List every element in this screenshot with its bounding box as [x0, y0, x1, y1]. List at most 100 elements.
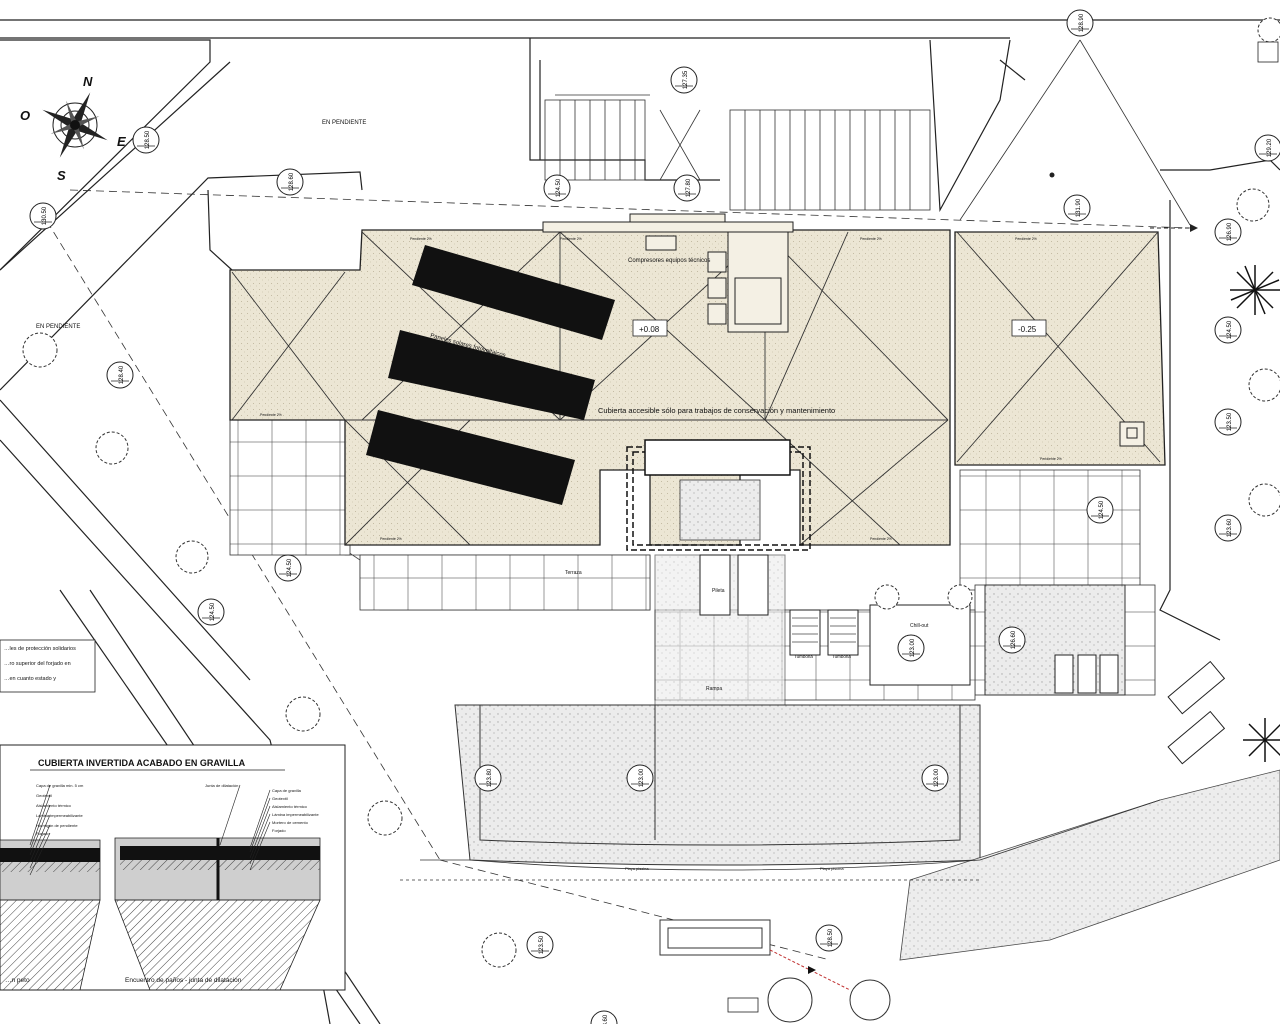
trees	[22, 17, 1280, 1023]
palm	[1243, 718, 1280, 762]
level-value: 126.90	[1227, 222, 1233, 241]
detail-right-caption: Encuentro de paños - junta de dilatacion	[125, 977, 242, 984]
slope-marks: Pendiente 2% Pendiente 2% Pendiente 2% P…	[260, 237, 1062, 541]
level-value: 123.60	[1227, 518, 1233, 537]
compass-rose	[42, 92, 108, 158]
tree	[849, 979, 891, 1021]
layer-right: Mortero de cemento	[272, 820, 309, 825]
level-value: 124.50	[556, 178, 562, 197]
layer-left: Geotextil	[36, 793, 52, 798]
drain-line	[727, 41, 1279, 1013]
slope-mark: Pendiente 2%	[1015, 237, 1037, 241]
level-marker: 129.20	[1254, 134, 1280, 162]
slope-mark: Pendiente 2%	[410, 237, 432, 241]
layer-right: Junta de dilatación	[205, 783, 238, 788]
note-line: …ro superior del forjado en	[4, 661, 71, 667]
slope-mark: Pendiente 2%	[1040, 457, 1062, 461]
level-value: 123.50	[539, 935, 545, 954]
level-marker: 123.80	[474, 764, 502, 792]
tree	[947, 584, 973, 610]
roof-level-right: -0.25	[1018, 325, 1037, 334]
level-marker: 123.00	[921, 764, 949, 792]
slope-mark: Pendiente 2%	[560, 237, 582, 241]
level-value: 130.50	[42, 206, 48, 225]
level-marker: 127.80	[673, 174, 701, 202]
label-lounger-b: Tumbona	[832, 654, 851, 659]
level-box-main: +0.08	[632, 319, 668, 337]
level-marker: 130.50	[29, 202, 57, 230]
level-value: 128.60	[603, 1014, 609, 1024]
level-value: 128.60	[289, 172, 295, 191]
level-marker: 128.50	[815, 924, 843, 952]
level-value: 124.50	[1099, 500, 1105, 519]
label-equipment: Compresores equipos técnicos	[628, 258, 710, 264]
level-value: 123.50	[1227, 412, 1233, 431]
tree	[1236, 188, 1270, 222]
label-slope-left: EN PENDIENTE	[36, 324, 80, 330]
level-value: 131.90	[1076, 198, 1082, 217]
lounger-stripes	[792, 617, 856, 643]
label-slope-top: EN PENDIENTE	[322, 120, 366, 126]
solar-panel	[366, 410, 575, 505]
palm	[1230, 265, 1280, 315]
tree	[874, 584, 900, 610]
label-accessible-roof: Cubierta accesible sólo para trabajos de…	[598, 406, 835, 415]
level-marker: 123.00	[897, 634, 925, 662]
ridge-lines	[555, 39, 1191, 226]
detail-left-caption: …n peto	[5, 977, 30, 984]
level-value: 124.50	[210, 602, 216, 621]
level-value: 123.00	[934, 768, 940, 787]
level-value: 124.50	[287, 558, 293, 577]
layer-right: Lámina impermeabilizante	[272, 812, 319, 817]
layer-left: Capa de gravilla min. 5 cm	[36, 783, 84, 788]
level-value: 127.35	[683, 70, 689, 89]
lower-terrace	[400, 769, 1280, 961]
central-void	[626, 439, 811, 551]
tree	[767, 977, 813, 1023]
level-marker: 123.00	[626, 764, 654, 792]
roof-equipment	[542, 213, 1145, 447]
label-lounger-a: Tumbona	[794, 654, 813, 659]
tree	[22, 332, 58, 368]
level-marker: 124.50	[274, 554, 302, 582]
layer-left: Forjado	[36, 831, 50, 836]
layer-left: Lámina impermeabilizante	[36, 813, 83, 818]
level-value: 128.90	[1079, 13, 1085, 32]
layer-left: Aislamiento térmico	[36, 803, 72, 808]
compass-east: E	[117, 134, 126, 149]
tree	[481, 932, 517, 968]
solar-panel	[412, 245, 615, 340]
level-marker: 128.60	[590, 1010, 618, 1024]
detail-title: CUBIERTA INVERTIDA ACABADO EN GRAVILLA	[38, 758, 246, 768]
level-marker: 123.60	[1214, 514, 1242, 542]
solar-panels	[366, 245, 615, 505]
tree	[285, 696, 321, 732]
compass-west: O	[20, 108, 30, 123]
layer-right: Geotextil	[272, 796, 288, 801]
tree	[175, 540, 209, 574]
tree	[1248, 368, 1280, 402]
note-line: …en cuanto estado y	[4, 676, 56, 682]
level-marker: 126.90	[1214, 218, 1242, 246]
label-pool-edge-a: Playa piscina	[625, 866, 649, 871]
level-value: 128.40	[119, 365, 125, 384]
level-value: 127.80	[686, 178, 692, 197]
level-marker: 123.50	[526, 931, 554, 959]
palm-trees	[1230, 265, 1280, 762]
label-stair: Rampa	[706, 686, 722, 692]
tree	[1248, 483, 1280, 517]
layer-right: Aislamiento térmico	[272, 804, 308, 809]
label-terrace: Terraza	[565, 570, 582, 576]
tree	[1257, 17, 1280, 43]
level-value: 126.60	[1011, 630, 1017, 649]
level-marker: 124.50	[543, 174, 571, 202]
roof-level-main: +0.08	[639, 325, 660, 334]
layer-right: Forjado	[272, 828, 286, 833]
level-marker: 128.40	[106, 361, 134, 389]
level-marker: 126.60	[998, 626, 1026, 654]
level-marker: 127.35	[670, 66, 698, 94]
level-marker: 123.50	[1214, 408, 1242, 436]
solar-panel	[388, 330, 595, 420]
level-value: 129.20	[1267, 138, 1273, 157]
